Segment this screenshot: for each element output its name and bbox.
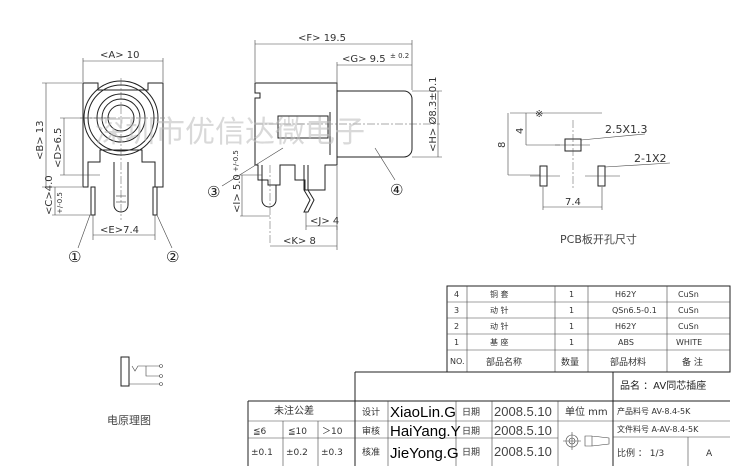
design-date: 2008.5.10	[494, 404, 552, 419]
header-material: 部品材料	[610, 356, 646, 368]
pcb-dim-4: 4	[515, 128, 526, 134]
tolerance-title: 未注公差	[274, 404, 314, 417]
date-label-2: 日期	[462, 426, 480, 437]
dim-f: <F> 19.5	[298, 33, 346, 44]
front-view: <A> 10 <B> 13 <D>6.5 <C>4.0 +/-0.5 <E>7.…	[35, 50, 179, 266]
part-material: ABS	[618, 338, 634, 347]
title-block: 品名 ：AV同芯插座 未注公差 ≦6 ≦10 ＞10 ±0.1 ±0.2 ±0.…	[247, 371, 730, 466]
part-note: WHITE	[676, 338, 702, 347]
approve-label: 核准	[362, 446, 380, 458]
side-view: <F> 19.5 <G> 9.5 ± 0.2 <H> Ø8.3±0.1 <I> …	[207, 33, 442, 250]
date-label-3: 日期	[462, 447, 480, 458]
part-qty: 1	[569, 306, 574, 315]
part-material: QSn6.5-0.1	[612, 306, 657, 315]
part-name: 基 座	[490, 337, 509, 347]
dim-i-tolerance: +/-0.5	[232, 150, 240, 172]
callout-1: ①	[68, 248, 81, 266]
projection-symbol-icon	[563, 432, 610, 450]
dim-e: <E>7.4	[100, 225, 139, 236]
tol-range-3: ＞10	[322, 427, 343, 437]
parts-row: 3 动 针 1 QSn6.5-0.1 CuSn	[454, 305, 699, 315]
pcb-hole-side-label: 2-1X2	[634, 152, 667, 165]
tol-range-2: ≦10	[288, 427, 307, 437]
dim-h: <H> Ø8.3±0.1	[427, 76, 439, 152]
pcb-caption: PCB板开孔尺寸	[560, 232, 637, 246]
header-no: NO.	[450, 357, 465, 366]
part-note: CuSn	[678, 306, 699, 315]
review-label: 审核	[362, 425, 380, 437]
header-note: 备 注	[682, 356, 703, 368]
part-qty: 1	[569, 290, 574, 299]
part-name: 动 针	[490, 305, 509, 315]
sheet-size: A	[706, 449, 713, 459]
dim-j: <J> 4	[310, 216, 339, 227]
product-number: 产品料号 AV-8.4-5K	[617, 406, 691, 416]
file-number: 文件料号 A-AV-8.4-5K	[617, 424, 699, 434]
part-material: H62Y	[615, 322, 636, 331]
dim-g: <G> 9.5	[342, 54, 386, 65]
dim-c-tolerance: +/-0.5	[56, 192, 64, 214]
header-qty: 数量	[561, 356, 579, 368]
header-name: 部品名称	[486, 356, 522, 368]
dim-b: <B> 13	[35, 120, 46, 160]
pcb-dim-8: 8	[497, 142, 508, 148]
parts-table: 4 铜 套 1 H62Y CuSn 3 动 针 1 QSn6.5-0.1 CuS…	[446, 285, 731, 373]
pcb-dim-pitch: 7.4	[565, 197, 581, 208]
review-date: 2008.5.10	[494, 423, 552, 438]
part-no: 4	[454, 290, 459, 299]
part-no: 2	[454, 322, 459, 331]
schematic-caption: 电原理图	[107, 414, 151, 427]
tol-value-2: ±0.2	[286, 448, 308, 458]
tol-value-3: ±0.3	[321, 448, 343, 458]
tol-range-1: ≦6	[253, 427, 267, 437]
designer: XiaoLin.G	[390, 404, 456, 421]
part-no: 1	[454, 338, 459, 347]
callout-2: ②	[166, 248, 179, 266]
schematic: 电原理图	[107, 356, 163, 427]
part-no: 3	[454, 306, 459, 315]
product-name: 品名 ：AV同芯插座	[620, 379, 706, 392]
pcb-layout: ※ 4 8 7.4 2.5X1.3 2-1X2 PCB板开孔尺寸	[497, 109, 671, 246]
dim-g-tolerance: ± 0.2	[390, 52, 409, 60]
unit: 单位 mm	[565, 405, 608, 418]
dim-d: <D>6.5	[53, 128, 64, 168]
approver: JieYong.G	[390, 445, 459, 462]
part-material: H62Y	[615, 290, 636, 299]
pcb-mark: ※	[535, 109, 543, 120]
parts-row: 2 动 针 1 H62Y CuSn	[454, 321, 699, 331]
dim-i: <I> 5.0	[232, 174, 243, 213]
reviewer: HaiYang.Y	[390, 423, 461, 440]
part-note: CuSn	[678, 290, 699, 299]
part-name: 铜 套	[490, 289, 509, 299]
dim-a: <A> 10	[100, 50, 140, 61]
dim-c: <C>4.0	[44, 175, 55, 215]
callout-3: ③	[207, 183, 220, 201]
watermark: 深圳市优信达微电子	[95, 115, 365, 150]
scale: 比例 ： 1/3	[617, 447, 664, 459]
dim-k: <K> 8	[283, 236, 316, 247]
parts-header: NO. 部品名称 数量 部品材料 备 注	[450, 356, 703, 368]
parts-row: 4 铜 套 1 H62Y CuSn	[454, 289, 699, 299]
date-label-1: 日期	[462, 407, 480, 418]
design-label: 设计	[362, 406, 380, 418]
tol-value-1: ±0.1	[251, 448, 273, 458]
parts-row: 1 基 座 1 ABS WHITE	[454, 337, 702, 347]
approve-date: 2008.5.10	[494, 444, 552, 459]
part-note: CuSn	[678, 322, 699, 331]
part-qty: 1	[569, 322, 574, 331]
callout-4: ④	[390, 181, 403, 199]
part-qty: 1	[569, 338, 574, 347]
part-name: 动 针	[490, 321, 509, 331]
pcb-hole-center-label: 2.5X1.3	[605, 123, 648, 136]
